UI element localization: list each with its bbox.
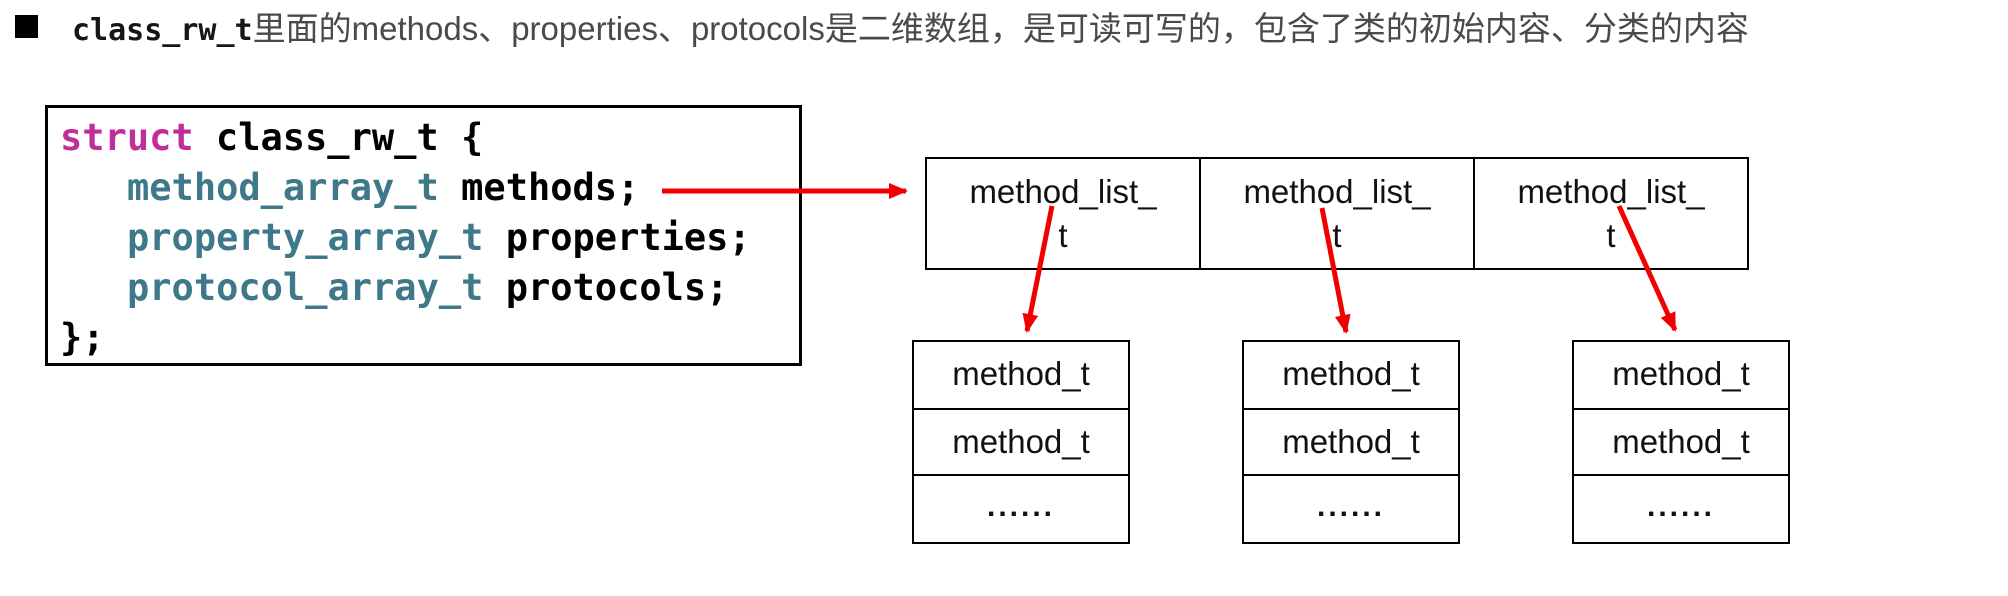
page-title: class_rw_t里面的methods、properties、protocol… <box>72 6 1749 52</box>
code-text: class_rw_t { <box>193 116 484 159</box>
ellipsis-row: ...... <box>1574 474 1788 542</box>
cell-label-line: method_list_ <box>1517 173 1705 210</box>
method-stack-2: method_t method_t ...... <box>1242 340 1460 544</box>
code-block: struct class_rw_t { method_array_t metho… <box>45 105 802 366</box>
code-text: properties; <box>483 216 751 259</box>
ellipsis-row: ...... <box>914 474 1128 542</box>
cell-label-line: method_list_ <box>969 173 1157 210</box>
code-keyword: struct <box>60 116 194 159</box>
bullet-square-icon <box>15 15 38 38</box>
cell-label-line: t <box>1606 217 1616 254</box>
code-line-properties: property_array_t properties; <box>127 213 799 263</box>
code-text: protocols; <box>483 266 729 309</box>
method-row: method_t <box>1282 355 1420 392</box>
code-text: methods; <box>438 166 640 209</box>
code-type: protocol_array_t <box>127 266 484 309</box>
method-row: method_t <box>1574 408 1788 474</box>
method-list-cell-2: method_list_ t <box>1199 157 1475 270</box>
code-type: method_array_t <box>127 166 439 209</box>
method-row: method_t <box>914 408 1128 474</box>
method-list-cell-3: method_list_ t <box>1473 157 1749 270</box>
code-line-close: }; <box>60 313 799 363</box>
method-array-row: method_list_ t method_list_ t method_lis… <box>925 157 1749 270</box>
title-text-part: 里面的methods、properties、protocols是二维数组，是可读… <box>252 10 1749 47</box>
cell-label-line: t <box>1332 217 1342 254</box>
ellipsis-row: ...... <box>1244 474 1458 542</box>
method-stack-3: method_t method_t ...... <box>1572 340 1790 544</box>
code-text: }; <box>60 316 105 359</box>
code-line-methods: method_array_t methods; <box>127 163 799 213</box>
method-list-cell-1: method_list_ t <box>925 157 1201 270</box>
code-line-struct: struct class_rw_t { <box>60 113 799 163</box>
title-code-part: class_rw_t <box>72 13 253 48</box>
cell-label-line: t <box>1058 217 1068 254</box>
code-type: property_array_t <box>127 216 484 259</box>
method-row: method_t <box>952 355 1090 392</box>
cell-label-line: method_list_ <box>1243 173 1431 210</box>
method-stack-1: method_t method_t ...... <box>912 340 1130 544</box>
method-row: method_t <box>1244 408 1458 474</box>
code-line-protocols: protocol_array_t protocols; <box>127 263 799 313</box>
method-row: method_t <box>1612 355 1750 392</box>
